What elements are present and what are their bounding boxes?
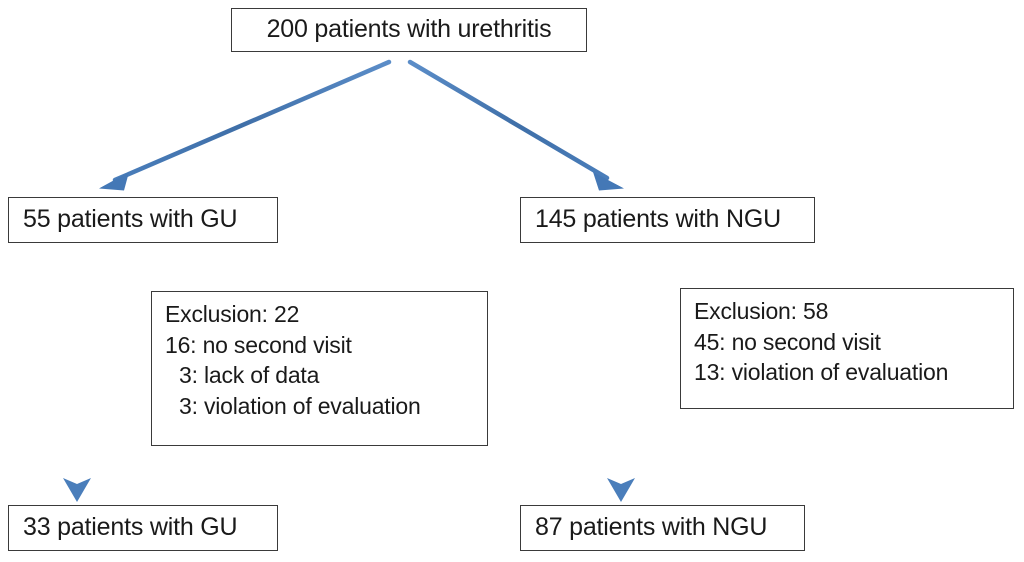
node-ngu-final-label: 87 patients with NGU bbox=[535, 513, 768, 542]
node-ngu-initial: 145 patients with NGU bbox=[520, 197, 815, 243]
connector-root-to-gu bbox=[99, 59, 392, 191]
node-gu-initial-label: 55 patients with GU bbox=[23, 205, 238, 234]
connector-ngu-to-ngu-final bbox=[607, 248, 635, 502]
node-gu-initial: 55 patients with GU bbox=[8, 197, 278, 243]
note-ngu-exclusion-line-2: 45: no second visit bbox=[694, 328, 881, 355]
note-gu-exclusion-line-2: 16: no second visit bbox=[165, 331, 352, 358]
node-ngu-final: 87 patients with NGU bbox=[520, 505, 805, 551]
connector-gu-to-gu-final bbox=[63, 248, 91, 502]
node-gu-final: 33 patients with GU bbox=[8, 505, 278, 551]
node-ngu-initial-label: 145 patients with NGU bbox=[535, 205, 781, 234]
node-root-label: 200 patients with urethritis bbox=[266, 15, 552, 44]
connector-root-to-ngu bbox=[407, 59, 624, 191]
note-ngu-exclusion: Exclusion: 58 45: no second visit 13: vi… bbox=[680, 288, 1014, 409]
node-gu-final-label: 33 patients with GU bbox=[23, 513, 238, 542]
note-gu-exclusion-line-4: 3: violation of evaluation bbox=[179, 392, 421, 419]
node-root-total-patients: 200 patients with urethritis bbox=[231, 8, 587, 52]
note-ngu-exclusion-line-3: 13: violation of evaluation bbox=[694, 359, 949, 386]
note-gu-exclusion-line-1: Exclusion: 22 bbox=[165, 301, 300, 327]
note-gu-exclusion-line-3: 3: lack of data bbox=[179, 362, 320, 389]
note-ngu-exclusion-line-1: Exclusion: 58 bbox=[694, 298, 829, 324]
note-gu-exclusion: Exclusion: 22 16: no second visit 3: lac… bbox=[151, 291, 488, 446]
